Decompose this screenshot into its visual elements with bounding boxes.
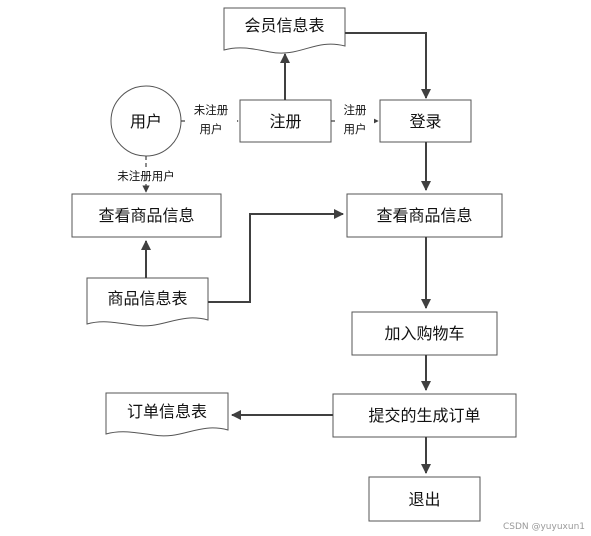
submit-order-node: 提交的生成订单 — [332, 393, 517, 438]
register-label: 注册 — [269, 112, 301, 131]
add-to-cart-node: 加入购物车 — [351, 311, 498, 356]
watermark: CSDN @yuyuxun1 — [503, 522, 585, 532]
user-node: 用户 — [110, 85, 182, 157]
submit-order-label: 提交的生成订单 — [368, 406, 480, 425]
order-table-label: 订单信息表 — [127, 402, 207, 421]
browse-products-main-label: 查看商品信息 — [376, 206, 472, 225]
edge-label-user-register-line1: 未注册 — [194, 103, 229, 117]
edge-label-register-login-line2: 用户 — [344, 122, 367, 136]
edge-label-user-browse: 未注册用户 — [117, 169, 175, 183]
order-table-node: 订单信息表 — [105, 392, 229, 437]
login-label: 登录 — [409, 112, 441, 131]
register-node: 注册 — [239, 99, 332, 143]
edge-label-user-register-line2: 用户 — [200, 122, 223, 136]
edge-member-table-to-login — [345, 32, 431, 99]
browse-products-left-label: 查看商品信息 — [98, 206, 194, 225]
browse-products-main-node: 查看商品信息 — [346, 193, 503, 238]
logout-node: 退出 — [368, 476, 481, 522]
edge-label-bg — [336, 100, 374, 140]
member-table-node: 会员信息表 — [223, 7, 346, 54]
user-label: 用户 — [130, 112, 162, 131]
logout-label: 退出 — [408, 490, 440, 509]
login-node: 登录 — [379, 99, 472, 143]
edge-product-table-to-browse-main — [208, 209, 344, 303]
product-table-label: 商品信息表 — [107, 289, 187, 308]
add-to-cart-label: 加入购物车 — [384, 324, 464, 343]
browse-products-left-node: 查看商品信息 — [71, 193, 222, 238]
edge-label-bg — [185, 100, 237, 140]
member-table-label: 会员信息表 — [244, 16, 324, 35]
product-table-node: 商品信息表 — [86, 277, 209, 327]
edge-label-bg — [105, 167, 187, 184]
edge-label-register-login-line1: 注册 — [344, 103, 367, 117]
